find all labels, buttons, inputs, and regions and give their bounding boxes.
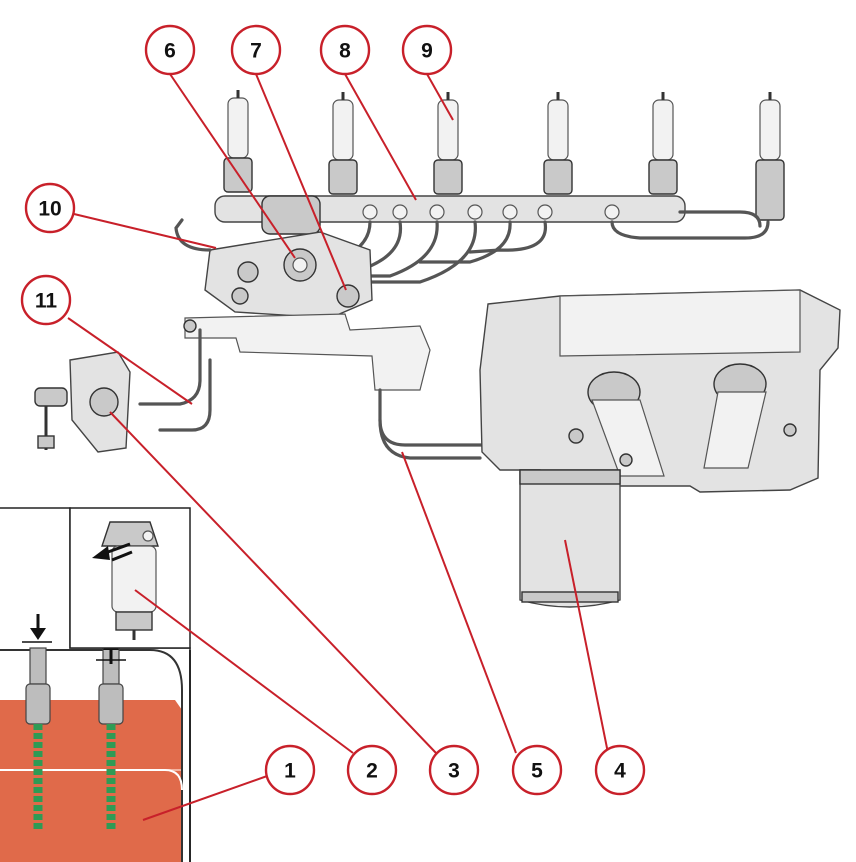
- rail-body: [214, 195, 686, 223]
- injector-1: [223, 90, 253, 193]
- callout-7-label: 7: [250, 40, 262, 63]
- fuel-tank: [0, 649, 191, 862]
- prefilter-drain: [115, 611, 153, 631]
- common-rail: [214, 195, 686, 235]
- leader-3: [109, 411, 437, 754]
- supply-hose-fitting: [29, 647, 47, 685]
- leader-11: [67, 317, 193, 405]
- supply-hose: [25, 647, 51, 830]
- leader-10: [73, 213, 217, 249]
- callout-8-label: 8: [339, 40, 351, 63]
- tank-highlight: [0, 769, 183, 791]
- injector-4: [543, 92, 573, 195]
- callout-11: 11: [20, 274, 72, 326]
- callout-8: 8: [319, 24, 371, 76]
- callout-3: 3: [428, 744, 480, 796]
- return-line: [174, 218, 212, 252]
- supply-hose-connector: [25, 683, 51, 725]
- leader-7: [255, 73, 347, 291]
- leader-8: [344, 73, 417, 201]
- callout-5: 5: [511, 744, 563, 796]
- line-to-hand-pump: [138, 328, 202, 406]
- tank-body: [0, 700, 182, 862]
- double-arrow-icon: [92, 542, 133, 562]
- callout-9-label: 9: [421, 40, 433, 63]
- leader-4: [564, 539, 609, 754]
- pump-pressure-valve: [336, 284, 360, 308]
- prefilter-head: [101, 521, 159, 547]
- callout-9: 9: [401, 24, 453, 76]
- prefilter-inset: [69, 507, 191, 649]
- tank-outline: [0, 649, 183, 862]
- callout-10: 10: [24, 182, 76, 234]
- callout-4-label: 4: [614, 760, 626, 783]
- injector-2: [328, 92, 358, 195]
- callout-7: 7: [230, 24, 282, 76]
- leader-lines: [67, 73, 609, 821]
- leader-6: [169, 73, 296, 259]
- callout-5-label: 5: [531, 760, 543, 783]
- callout-10-label: 10: [38, 198, 61, 221]
- callout-6-label: 6: [164, 40, 176, 63]
- callout-1-label: 1: [284, 760, 296, 783]
- injector-5: [648, 92, 678, 195]
- engine-control-housing: [479, 289, 841, 493]
- callout-3-label: 3: [448, 760, 460, 783]
- callout-11-label: 11: [35, 290, 58, 313]
- leader-5: [401, 451, 517, 754]
- callout-2-label: 2: [366, 760, 378, 783]
- injector-3: [433, 92, 463, 195]
- hand-primer-pump: [34, 351, 131, 453]
- mounting-bracket: [183, 313, 431, 391]
- callout-2: 2: [346, 744, 398, 796]
- low-pressure-lines: [138, 218, 522, 460]
- high-pressure-lines: [298, 210, 770, 284]
- injector-6: [755, 92, 785, 221]
- callout-6: 6: [144, 24, 196, 76]
- callout-1: 1: [264, 744, 316, 796]
- main-fuel-filter: [519, 469, 621, 608]
- leader-1: [142, 774, 271, 821]
- return-hose-connector: [98, 683, 124, 725]
- down-arrow-icon: [22, 614, 52, 643]
- high-pressure-pump: [204, 231, 373, 319]
- callout-4: 4: [594, 744, 646, 796]
- callouts: 6 7 8 9 10 11 1 2: [20, 24, 646, 796]
- leader-9: [426, 73, 454, 121]
- leader-2: [134, 589, 354, 754]
